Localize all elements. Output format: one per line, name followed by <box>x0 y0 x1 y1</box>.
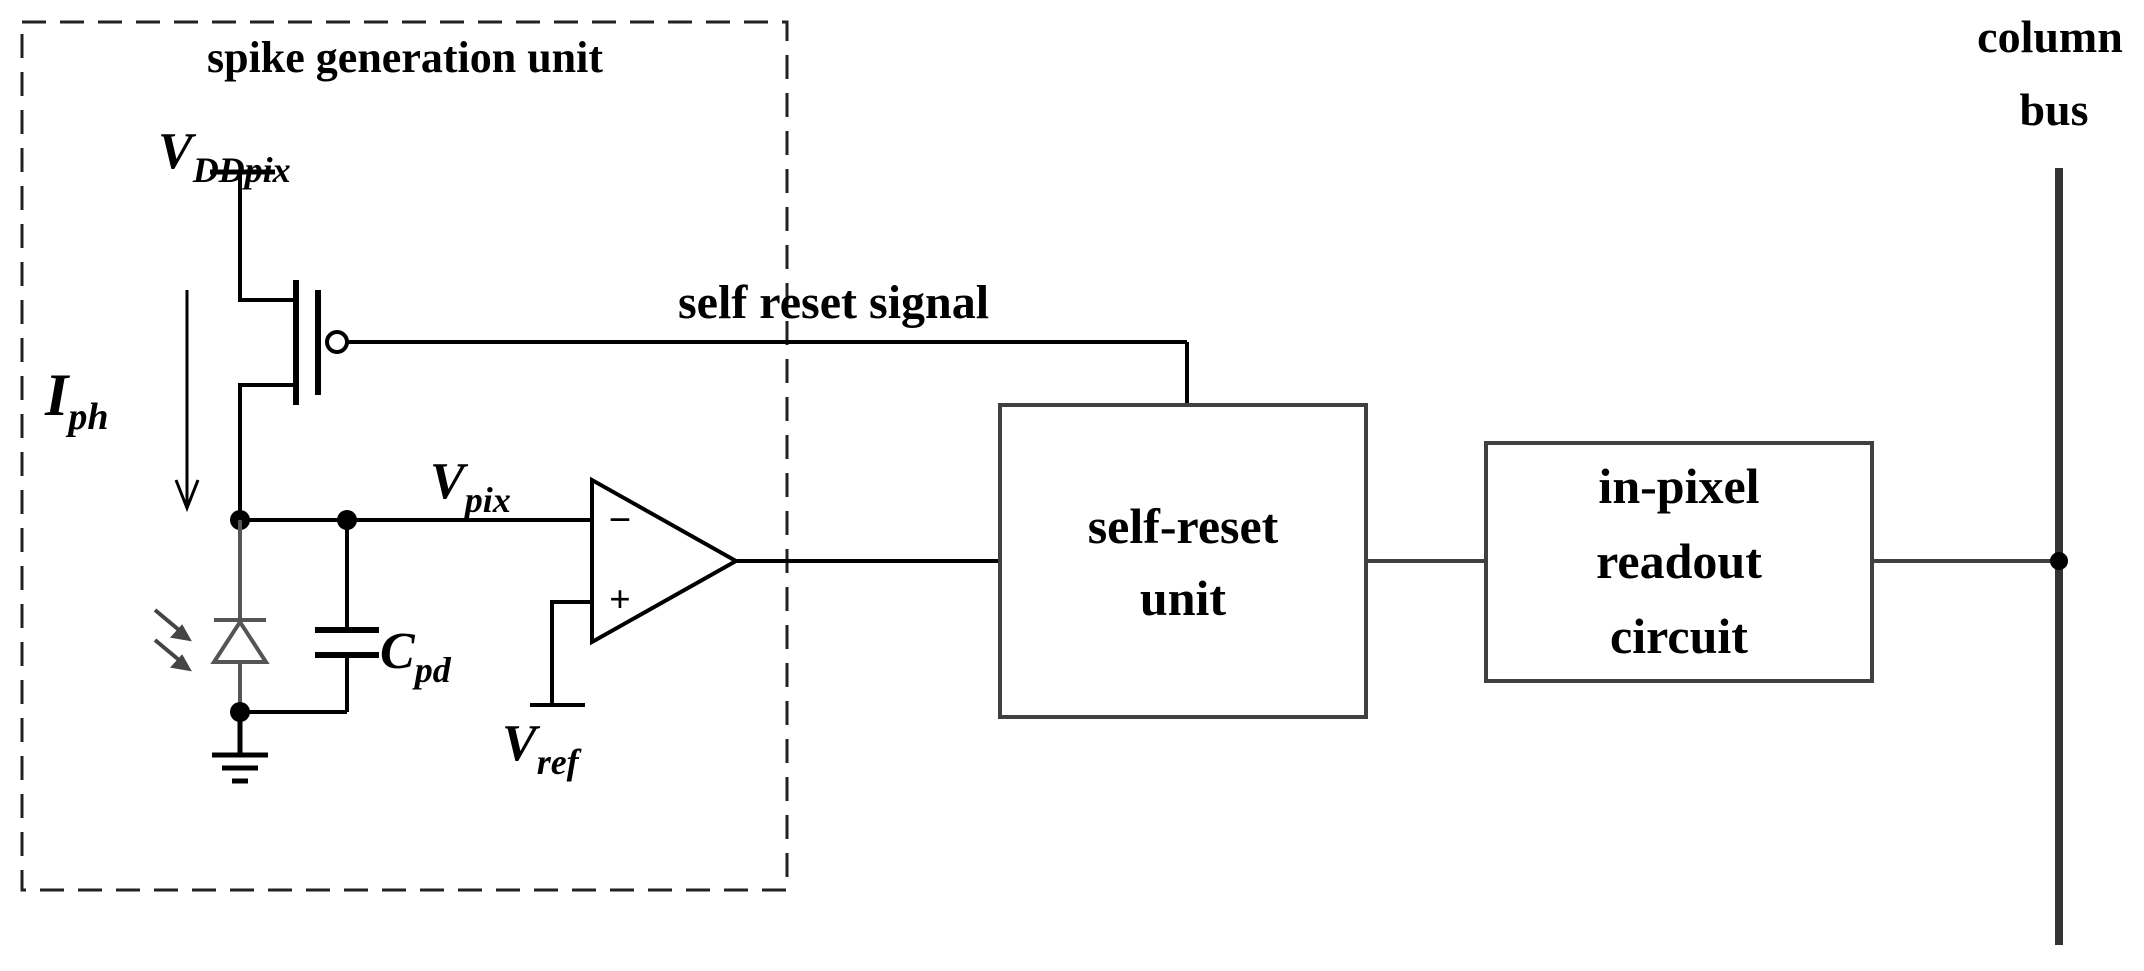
cap-node-dot <box>337 510 357 530</box>
bus-junction-dot <box>2050 552 2068 570</box>
vpix-node-wires <box>240 518 592 714</box>
comparator-minus-sign: − <box>609 497 632 542</box>
vref-wires <box>530 600 592 707</box>
spike-generation-unit-boundary <box>20 20 789 892</box>
pmos-transistor <box>238 172 1187 515</box>
vdd-label: VDDpix <box>158 123 291 190</box>
photodiode <box>210 520 270 712</box>
comparator-plus-sign: + <box>609 579 631 621</box>
comparator-triangle <box>590 476 741 646</box>
self-reset-signal-label: self reset signal <box>678 276 989 329</box>
cpd-label: Cpd <box>380 623 452 690</box>
column-bus-label-1: column <box>1977 11 2123 62</box>
vpix-label: Vpix <box>430 453 511 520</box>
self-reset-unit-label-1: self-reset <box>1088 498 1279 554</box>
vref-label: Vref <box>502 715 582 782</box>
readout-label-1: in-pixel <box>1598 458 1759 514</box>
column-bus-label-2: bus <box>2019 84 2088 135</box>
readout-label-3: circuit <box>1610 608 1748 664</box>
self-reset-unit-block <box>998 403 1368 719</box>
spike-generation-unit-title: spike generation unit <box>207 33 603 82</box>
ground-icon <box>212 712 268 784</box>
self-reset-unit-label-2: unit <box>1140 570 1227 626</box>
light-arrows-icon <box>153 608 192 672</box>
photocurrent-arrow <box>174 290 200 513</box>
readout-label-2: readout <box>1596 533 1762 589</box>
photocurrent-label: Iph <box>44 362 109 438</box>
capacitor-cpd <box>315 627 379 658</box>
